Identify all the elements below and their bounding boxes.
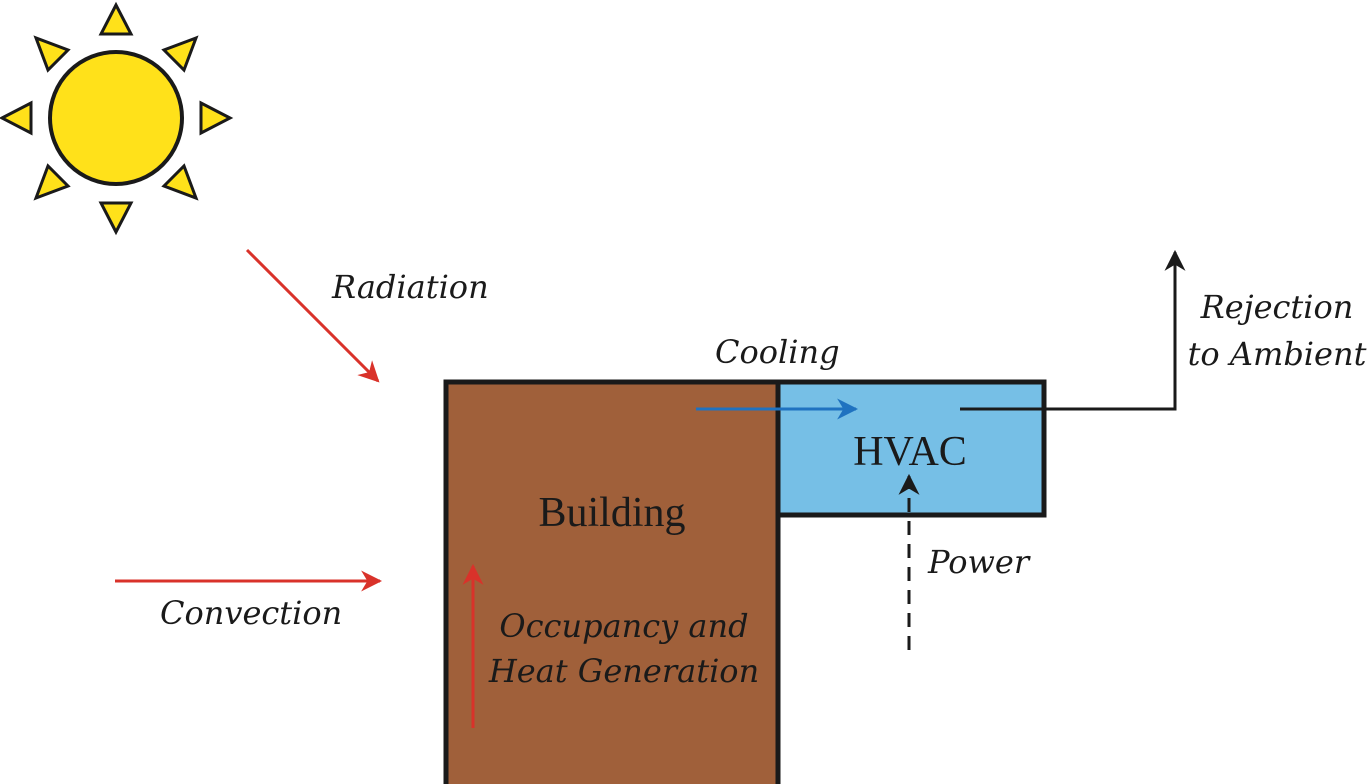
cooling-label: Cooling	[715, 333, 840, 371]
occupancy-label-line1: Occupancy and	[499, 607, 748, 645]
rejection-label-line1: Rejection	[1200, 288, 1354, 326]
building-label: Building	[538, 490, 685, 536]
hvac-label: HVAC	[853, 429, 967, 475]
building-box	[443, 379, 781, 784]
occupancy-label-line2: Heat Generation	[488, 652, 759, 690]
rejection-arrow	[960, 249, 1186, 411]
sun-icon	[0, 1, 234, 236]
radiation-label: Radiation	[331, 268, 489, 306]
power-label: Power	[927, 543, 1031, 581]
rejection-label-line2: to Ambient	[1188, 335, 1367, 373]
radiation-arrow	[245, 248, 380, 383]
convection-label: Convection	[160, 594, 342, 632]
